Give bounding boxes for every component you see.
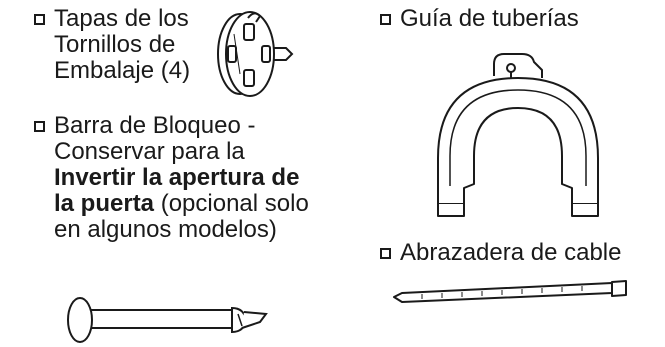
- pipe-guide-label: Guía de tuberías: [400, 5, 579, 32]
- screw-caps-line-1: Tapas de los: [54, 5, 189, 32]
- lock-bar-line-4: la puerta (opcional solo: [34, 191, 309, 217]
- checkbox-icon: [34, 14, 45, 25]
- cable-tie-label: Abrazadera de cable: [400, 239, 622, 266]
- item-pipe-guide: Guía de tuberías: [380, 6, 579, 32]
- cable-tie-illustration: [392, 280, 632, 302]
- item-cable-tie: Abrazadera de cable: [380, 240, 621, 266]
- lock-bar-illustration: [64, 296, 274, 344]
- lock-bar-line-2: Conservar para la: [54, 138, 245, 165]
- screw-caps-line-3: Embalaje (4): [54, 57, 191, 84]
- lock-bar-bold-inline: la puerta: [54, 190, 155, 217]
- lock-bar-bold-line: Invertir la apertura de: [54, 164, 300, 191]
- lock-bar-optional-text: (opcional solo: [154, 190, 309, 217]
- checkbox-icon: [380, 14, 391, 25]
- lock-bar-line-5: en algunos modelos): [54, 216, 277, 243]
- screw-cap-illustration: [210, 4, 300, 100]
- screw-caps-line-2: Tornillos de: [54, 31, 176, 58]
- item-lock-bar: Barra de Bloqueo - Conservar para la Inv…: [34, 113, 309, 243]
- checkbox-icon: [380, 248, 391, 259]
- item-screw-caps: Tapas de los Tornillos de Embalaje (4): [34, 6, 190, 84]
- lock-bar-line-1: Barra de Bloqueo -: [54, 112, 256, 139]
- pipe-guide-illustration: [428, 46, 608, 218]
- checkbox-icon: [34, 121, 45, 132]
